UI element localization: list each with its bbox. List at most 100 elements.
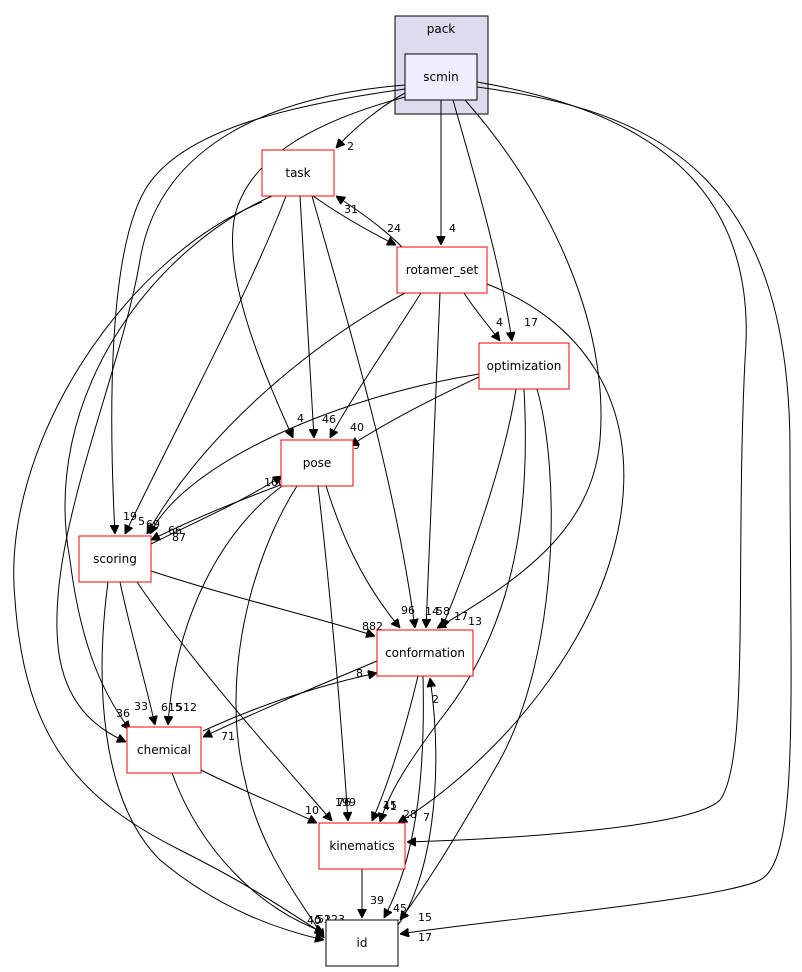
- edge-task-to-conformation[interactable]: [311, 195, 415, 628]
- node-id-label: id: [357, 936, 368, 950]
- edge-label-scmin-to-scoring: 19: [123, 510, 137, 523]
- edge-label-pose-to-conformation: 96: [401, 604, 415, 617]
- edge-label-scmin-to-pose: 4: [297, 412, 304, 425]
- cluster-pack-label: pack: [427, 22, 456, 36]
- node-scmin-box: [404, 53, 478, 101]
- edge-label-conformation-to-kinematics: 15: [383, 799, 397, 812]
- edge-label-task-to-pose: 46: [322, 413, 336, 426]
- nodes-layer: scmin task rotamer_set optimization pose scor…: [78, 53, 570, 967]
- node-id[interactable]: id: [325, 919, 399, 967]
- edge-rotamer_set-to-scoring[interactable]: [147, 292, 406, 534]
- node-optimization-box: [478, 342, 570, 390]
- node-pose[interactable]: pose: [280, 439, 354, 487]
- edge-label-pose-to-id: 5: [315, 913, 322, 926]
- edge-task-to-id[interactable]: [13, 201, 324, 934]
- edge-scoring-to-pose[interactable]: [150, 476, 282, 545]
- node-rotamer_set[interactable]: rotamer_set: [396, 246, 488, 294]
- node-task-label: task: [285, 166, 310, 180]
- edge-pose-to-chemical[interactable]: [168, 483, 286, 725]
- edge-optimization-to-pose[interactable]: [350, 376, 480, 446]
- edge-conformation-to-id[interactable]: [384, 675, 424, 918]
- edge-label-optimization-to-conformation: 17: [454, 610, 468, 623]
- node-chemical-box: [126, 726, 202, 774]
- node-rotamer_set-box: [396, 246, 488, 294]
- edge-conformation-to-chemical[interactable]: [203, 660, 378, 737]
- edge-pose-to-scoring[interactable]: [151, 483, 284, 540]
- edge-scoring-to-id[interactable]: [101, 581, 324, 940]
- edge-label-scoring-to-chemical: 615: [161, 701, 182, 714]
- edge-labels-layer: 2417419133671724314651433404406958283966…: [116, 140, 538, 944]
- node-optimization[interactable]: optimization: [478, 342, 570, 390]
- edge-scmin-to-id[interactable]: [400, 86, 792, 934]
- edge-conformation-to-kinematics[interactable]: [372, 675, 419, 821]
- edge-label-id-to-conformation: 2: [432, 693, 439, 706]
- edge-task-to-chemical[interactable]: [64, 195, 273, 730]
- edge-label-scoring-to-kinematics: 199: [335, 796, 356, 809]
- edge-label-task-to-rotamer_set: 24: [387, 222, 401, 235]
- node-kinematics-box: [318, 822, 406, 870]
- edge-scmin-to-task[interactable]: [336, 92, 406, 148]
- node-scmin[interactable]: scmin: [404, 53, 478, 101]
- edge-scoring-to-kinematics[interactable]: [136, 581, 332, 821]
- node-chemical[interactable]: chemical: [126, 726, 202, 774]
- edge-label-scmin-to-kinematics: 7: [423, 811, 430, 824]
- edge-label-optimization-to-scoring: 66: [168, 524, 182, 537]
- edge-scmin-to-chemical[interactable]: [56, 84, 406, 742]
- edge-rotamer_set-to-task[interactable]: [336, 196, 403, 248]
- edge-chemical-to-kinematics[interactable]: [200, 769, 317, 823]
- edge-label-conformation-to-id: 45: [393, 902, 407, 915]
- edge-label-conformation-to-chemical: 71: [221, 730, 235, 743]
- node-pose-box: [280, 439, 354, 487]
- edge-label-pose-to-kinematics: 76: [337, 796, 351, 809]
- edge-label-kinematics-to-id: 39: [370, 894, 384, 907]
- node-scoring-box: [78, 535, 152, 583]
- node-rotamer_set-label: rotamer_set: [406, 263, 479, 277]
- edge-rotamer_set-to-conformation[interactable]: [426, 292, 441, 628]
- edge-task-to-scoring[interactable]: [125, 195, 287, 534]
- edge-pose-to-conformation[interactable]: [325, 485, 400, 628]
- node-pose-label: pose: [303, 456, 332, 470]
- edge-label-scmin-to-rotamer_set: 4: [449, 222, 456, 235]
- node-scoring-label: scoring: [93, 552, 137, 566]
- edge-scmin-to-pose[interactable]: [231, 96, 406, 438]
- node-conformation[interactable]: conformation: [376, 629, 474, 677]
- edge-label-rotamer_set-to-conformation: 58: [436, 605, 450, 618]
- edge-scmin-to-optimization[interactable]: [452, 99, 512, 341]
- edge-label-task-to-id: 40: [307, 914, 321, 927]
- edge-label-chemical-to-conformation: 8: [356, 667, 363, 680]
- node-conformation-label: conformation: [385, 646, 465, 660]
- node-task[interactable]: task: [261, 149, 335, 197]
- node-kinematics-label: kinematics: [329, 839, 394, 853]
- edge-pose-to-id[interactable]: [235, 485, 324, 938]
- edge-task-to-pose[interactable]: [299, 195, 314, 438]
- edge-scmin-to-scoring[interactable]: [112, 88, 406, 534]
- edge-pose-to-kinematics[interactable]: [317, 485, 348, 821]
- node-kinematics[interactable]: kinematics: [318, 822, 406, 870]
- edge-rotamer_set-to-kinematics[interactable]: [398, 283, 625, 823]
- edge-scmin-to-kinematics[interactable]: [407, 81, 747, 842]
- edge-scoring-to-chemical[interactable]: [119, 581, 155, 725]
- edge-scmin-to-conformation[interactable]: [437, 99, 602, 628]
- node-optimization-label: optimization: [487, 359, 562, 373]
- edge-id-to-conformation[interactable]: [397, 678, 437, 926]
- edge-optimization-to-scoring[interactable]: [150, 373, 480, 534]
- edge-rotamer_set-to-optimization[interactable]: [463, 292, 500, 341]
- edge-label-task-to-conformation: 14: [425, 605, 439, 618]
- edge-optimization-to-id[interactable]: [400, 388, 552, 920]
- edge-label-pose-to-scoring: 87: [172, 531, 186, 544]
- node-chemical-label: chemical: [137, 743, 191, 757]
- edge-label-scmin-to-optimization: 17: [524, 316, 538, 329]
- edge-label-scmin-to-task: 2: [347, 140, 354, 153]
- node-id-box: [325, 919, 399, 967]
- edge-scoring-to-conformation[interactable]: [150, 570, 375, 636]
- node-scoring[interactable]: scoring: [78, 535, 152, 583]
- edge-label-task-to-scoring: 5: [138, 515, 145, 528]
- edge-label-rotamer_set-to-pose: 40: [350, 421, 364, 434]
- edge-task-to-rotamer_set[interactable]: [312, 195, 396, 245]
- edge-rotamer_set-to-pose[interactable]: [330, 292, 422, 438]
- edge-chemical-to-conformation[interactable]: [202, 673, 377, 732]
- edge-chemical-to-id[interactable]: [171, 772, 324, 932]
- edge-label-rotamer_set-to-task: 31: [344, 203, 358, 216]
- edge-optimization-to-conformation[interactable]: [442, 388, 517, 628]
